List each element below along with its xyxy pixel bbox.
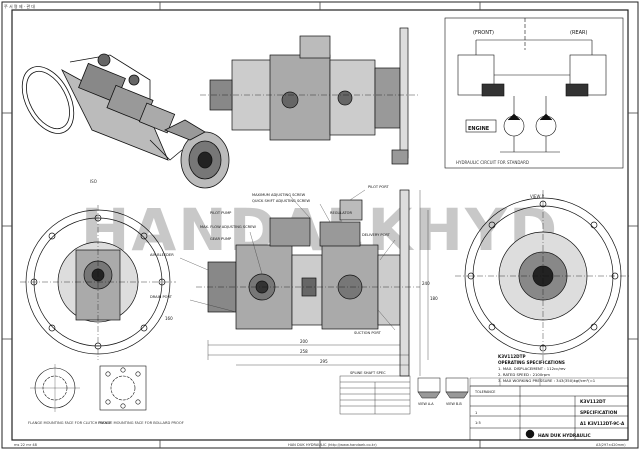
callout-air-bleeder: AIR BLEEDER	[150, 253, 174, 257]
dim-2: 258	[300, 349, 308, 354]
tolerance-label: TOLERANCE	[474, 390, 495, 394]
title-company: HAN DUK HYDRAULIC	[538, 433, 591, 439]
top-plan-view	[200, 27, 420, 165]
spec-heading: OPERATING SPECIFICATIONS	[498, 360, 565, 365]
callout-regulator: REGULATOR	[330, 211, 352, 215]
flange-b-caption: FLANGE MOUNTING FACE FOR BOLLARD PROOF	[98, 421, 184, 425]
callout-pilot-port: PILOT PORT	[368, 185, 389, 189]
callout-max-adjust: MAXIMUM ADJUSTING SCREW	[252, 193, 306, 197]
spec-line-2: 2. RATED SPEED : 2100rpm	[498, 372, 550, 377]
callout-pilot-pump: PILOT PUMP	[210, 211, 232, 215]
spec-line-1: 1. MAX. DISPLACEMENT : 112cc/rev	[498, 366, 566, 371]
spline-caption: SPLINE SHAFT SPEC	[350, 371, 386, 375]
left-end-view	[20, 205, 176, 360]
section-views	[417, 377, 469, 399]
spec-model: K3V112DTP	[498, 354, 526, 359]
right-view-header: VIEW R	[530, 194, 545, 199]
callout-leaders	[179, 189, 396, 331]
dimension-lines	[207, 190, 429, 376]
main-side-view	[196, 189, 420, 377]
circuit-rear-label: (REAR)	[570, 30, 587, 36]
dim-3: 295	[320, 359, 328, 364]
bottom-left-code: ms 22 mr 48	[14, 443, 38, 447]
spec-block: K3V112DTP OPERATING SPECIFICATIONS 1. MA…	[498, 354, 596, 383]
title-rev: 1	[475, 411, 477, 415]
hydraulic-circuit	[444, 17, 624, 169]
flange-a-caption: FLANGE MOUNTING FACE FOR CLUTCH PROOF	[28, 421, 111, 425]
callout-quick-shift: QUICK SHIFT ADJUSTING SCREW	[252, 199, 311, 203]
revision-strip	[469, 377, 629, 387]
circuit-caption: HYDRAULIC CIRCUIT FOR STANDARD	[456, 160, 529, 165]
bottom-right-code: A3(297×420mm)	[596, 443, 626, 447]
circuit-front-label: (FRONT)	[473, 30, 494, 36]
dim-1: 200	[300, 339, 308, 344]
callout-gear-pump: GEAR PUMP	[210, 237, 232, 241]
right-flange-view	[455, 190, 631, 360]
spec-line-3: 3. MAX WORKING PRESSURE : 343(350)kgf/cm…	[498, 378, 596, 383]
callout-delivery-port: DELIVERY PORT	[362, 233, 391, 237]
title-doc-type: SPECIFICATION	[580, 410, 618, 416]
dim-4: 240	[422, 281, 430, 286]
iso-view-label: ISO	[90, 179, 97, 184]
title-scale: 1:5	[475, 421, 481, 425]
dim-6: 160	[165, 316, 173, 321]
section-b-label: VIEW B-B	[446, 402, 462, 406]
isometric-pump-view	[21, 53, 230, 189]
callout-drain-port: DRAIN PORT	[150, 295, 173, 299]
top-left-code: 쭈 서 명 제 · 관 대	[4, 3, 35, 9]
watermark-text: HANDAEKHYD	[81, 196, 559, 264]
callout-max-flow: MAX. FLOW ADJUSTING SCREW	[200, 225, 256, 229]
bottom-center-note: HAN DUK HYDRAULIC (http://www.handaek.co…	[288, 443, 377, 447]
dim-5: 180	[430, 296, 438, 301]
section-a-label: VIEW A-A	[418, 402, 434, 406]
flange-details	[30, 364, 147, 412]
title-model: K3V112DT	[580, 399, 606, 405]
circuit-engine-label: ENGINE	[468, 126, 490, 132]
title-drawing-no: A1 K3V112DT-9C-A	[580, 421, 625, 426]
callout-suction-port: SUCTION PORT	[354, 331, 382, 335]
spline-table	[339, 375, 411, 415]
